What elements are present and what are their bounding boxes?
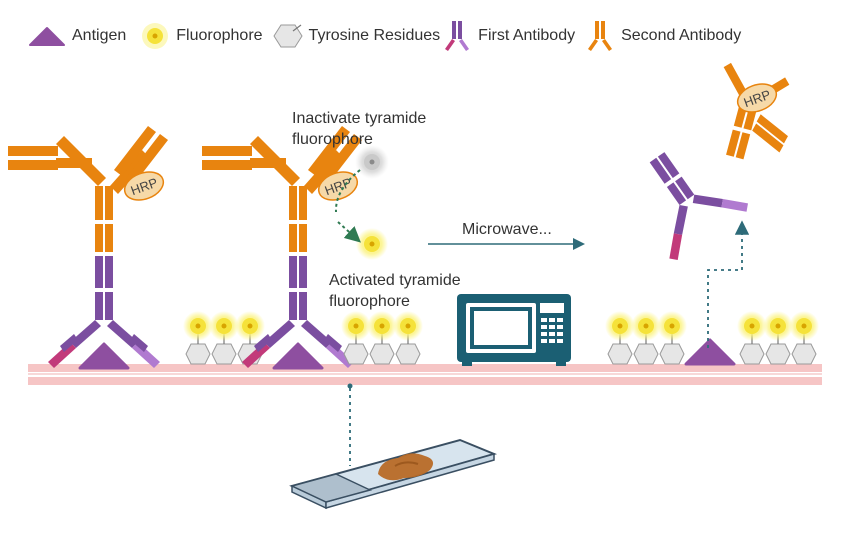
legend-item-first-antibody: First Antibody: [442, 19, 575, 53]
tyrosine-fluor-group-3: [604, 310, 688, 365]
tyrosine-fluor-group-2: [340, 310, 424, 365]
legend-label-fluorophore: Fluorophore: [176, 27, 263, 44]
released-second-antibody: HRP: [723, 62, 790, 160]
activation-arrow-down: [337, 221, 361, 243]
antigen-icon: [29, 27, 65, 46]
inactive-fluorophore: [355, 145, 389, 179]
tyrosine-fluor-group-4: [736, 310, 820, 365]
antigen-exposed: [684, 338, 736, 366]
legend-item-tyrosine: Tyrosine Residues: [272, 23, 441, 49]
second-antibody-icon: [588, 21, 613, 51]
legend-item-antigen: Antigen: [28, 25, 126, 47]
legend-item-second-antibody: Second Antibody: [585, 19, 741, 53]
legend-label-first-antibody: First Antibody: [478, 27, 576, 44]
legend-label-tyrosine: Tyrosine Residues: [308, 27, 441, 44]
microscope-slide: [289, 438, 498, 510]
activated-fluorophore: [356, 228, 388, 260]
membrane-top: [28, 364, 822, 372]
legend: Antigen Fluorophore Tyrosine Residues Fi…: [28, 18, 751, 54]
fluorophore-icon: [142, 23, 169, 49]
release-arrow: [707, 220, 750, 348]
membrane-bottom: [28, 377, 822, 385]
tyrosine-residue-icon: [272, 24, 303, 48]
legend-item-fluorophore: Fluorophore: [140, 21, 263, 51]
microwave-icon: [457, 294, 571, 366]
legend-label-antigen: Antigen: [72, 27, 127, 44]
antibody-complex-1: [6, 124, 170, 370]
legend-label-second-antibody: Second Antibody: [621, 27, 742, 44]
activated-fluorophore-label: Activated tyramide fluorophore: [329, 272, 461, 310]
first-antibody-icon: [445, 21, 470, 51]
released-first-antibody: [649, 152, 748, 260]
inactive-fluorophore-label: Inactivate tyramide fluorophore: [292, 110, 427, 148]
microwave-label: Microwave...: [462, 221, 552, 238]
